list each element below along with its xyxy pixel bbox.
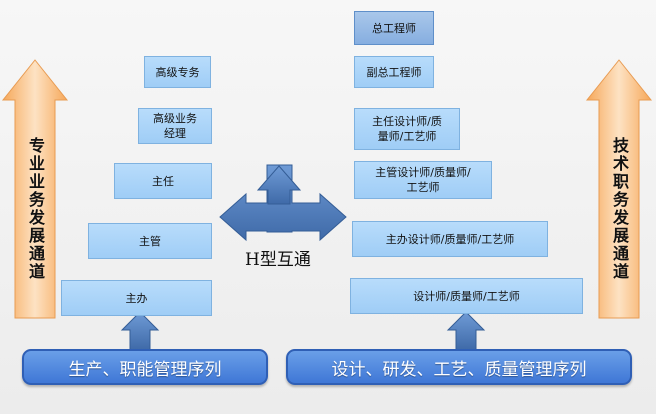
level-designer: 设计师/质量师/工艺师 [350,278,583,314]
level-chief-engineer: 总工程师 [354,11,434,45]
level-director-left: 主任 [114,163,212,199]
level-supervisor-left: 主管 [88,223,212,259]
h-cross-arrow-up [256,165,302,205]
level-supervisor-designer: 主管设计师/质量师/ 工艺师 [354,161,492,199]
level-senior-specialist: 高级专务 [144,56,211,88]
left-career-arrow [1,59,69,319]
right-vertical-label: 技术职务发展通道 [610,136,629,281]
right-up-arrow [446,311,486,351]
category-design-rd-quality: 设计、研发、工艺、质量管理序列 [286,349,632,385]
right-career-arrow [585,59,653,319]
category-production-management: 生产、职能管理序列 [22,349,268,385]
level-deputy-chief-engineer: 副总工程师 [354,56,434,88]
left-vertical-label: 专业业务发展通道 [26,136,45,281]
level-senior-business-manager: 高级业务 经理 [138,108,212,144]
level-officer-designer: 主办设计师/质量师/工艺师 [352,221,548,257]
level-director-designer: 主任设计师/质 量师/工艺师 [354,108,460,150]
left-up-arrow [120,311,160,351]
level-officer-left: 主办 [61,280,212,316]
h-interchange-label: H型互通 [245,250,311,270]
